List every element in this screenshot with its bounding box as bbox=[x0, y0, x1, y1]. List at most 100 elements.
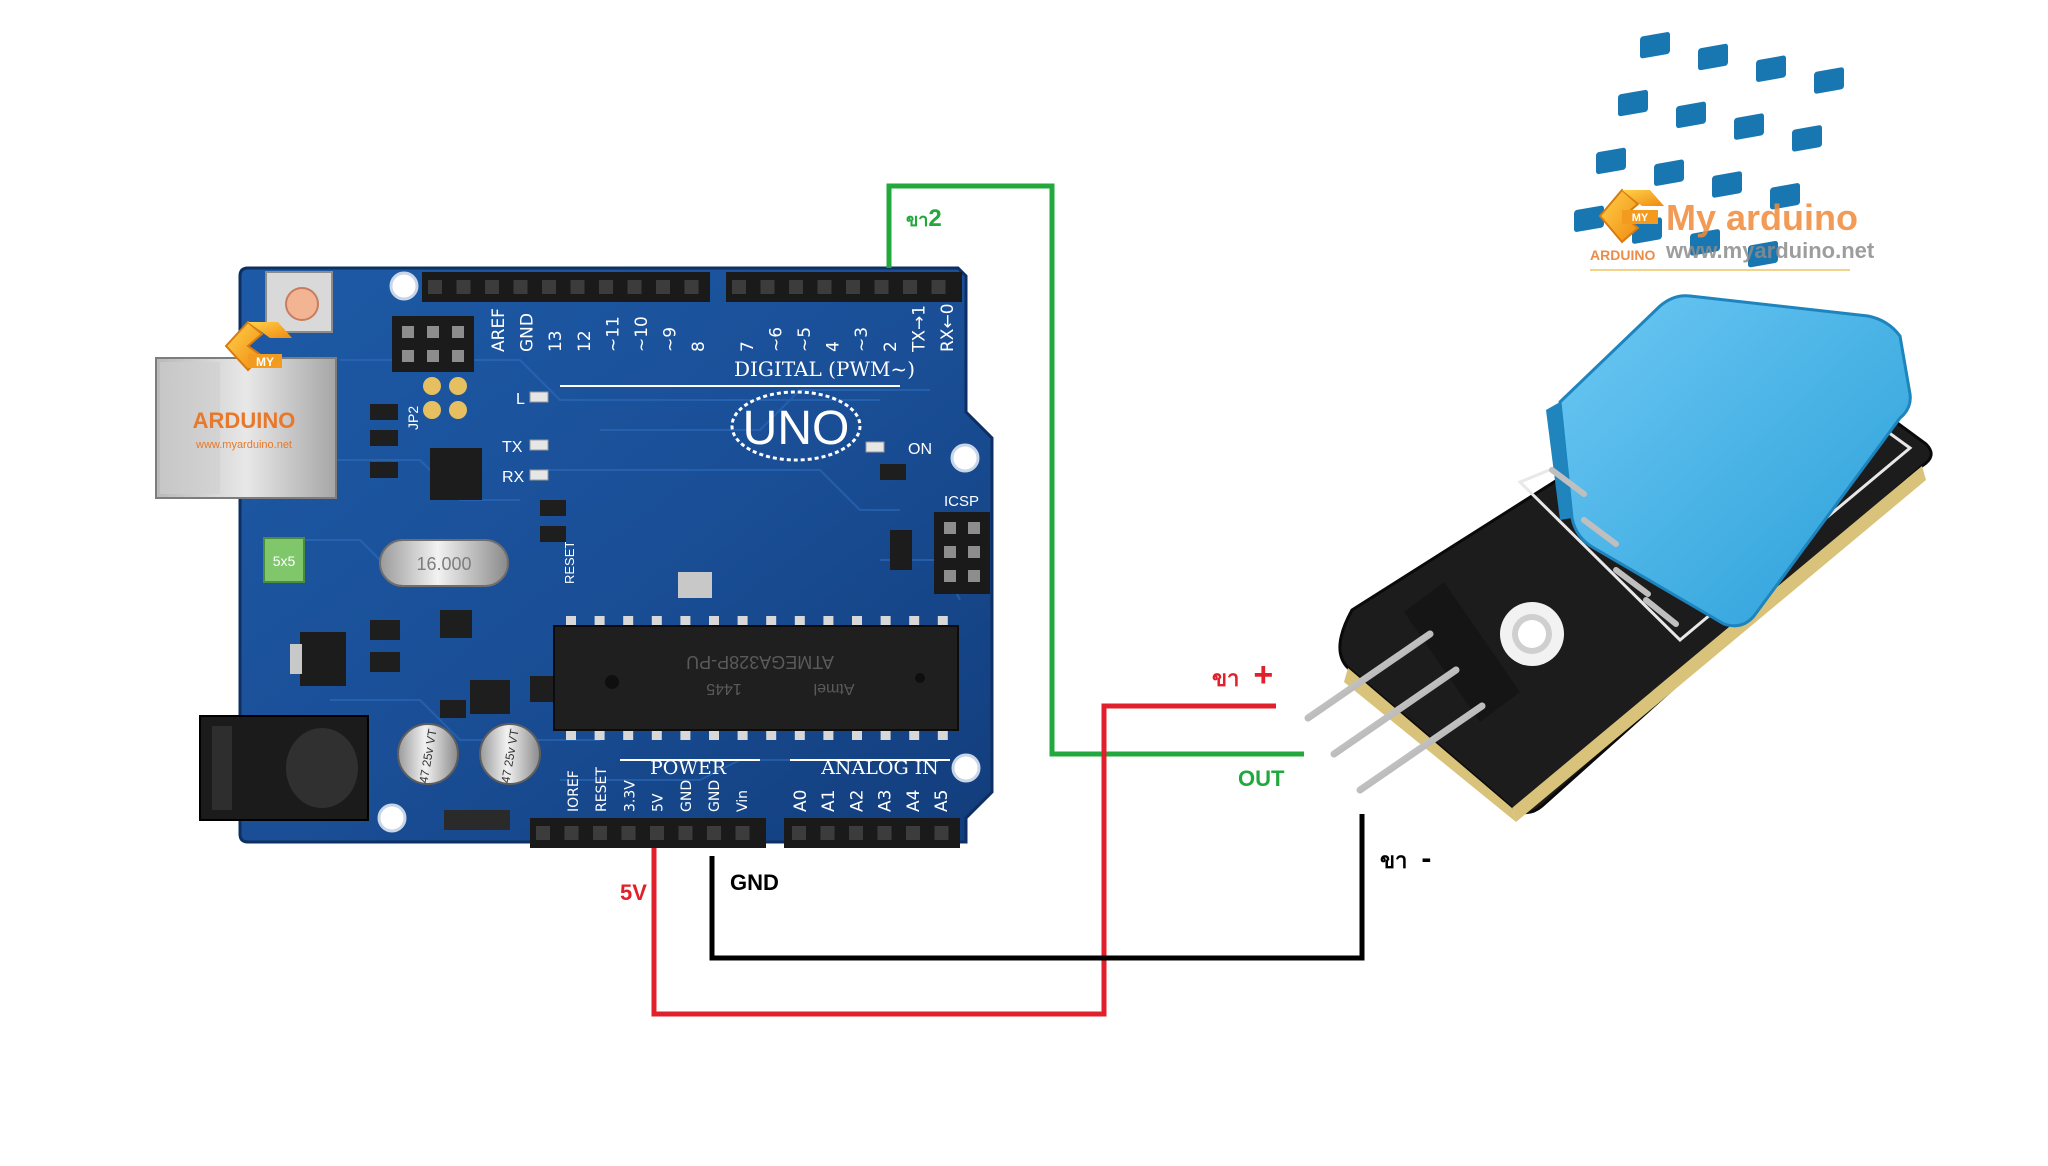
brand-watermark: MY My arduino ARDUINO www.myarduino.net bbox=[1590, 188, 1875, 271]
polyfuse: 5x5 bbox=[263, 537, 305, 583]
analog-pin-label: A5 bbox=[932, 790, 952, 812]
sensor-pin-out bbox=[1330, 666, 1460, 758]
status-leds bbox=[529, 391, 549, 481]
icsp-header-top bbox=[392, 316, 474, 372]
capacitor-left: 47 25v VT bbox=[397, 723, 459, 785]
sensor-pin-vcc bbox=[1304, 630, 1434, 722]
arduino-uno-board: JP2 AREF GND 13 12 ~11 ~10 ~9 8 7 ~6 ~5 4 ~3 2 TX→1 RX←… bbox=[155, 266, 994, 848]
digital-pin-label: 7 bbox=[738, 341, 758, 352]
mounting-hole bbox=[377, 803, 407, 833]
board-logo-text: ARDUINO bbox=[193, 408, 296, 433]
analog-pin-label: A0 bbox=[791, 790, 811, 812]
power-pin-label: 3.3V bbox=[622, 780, 638, 812]
label-minus: ขา- bbox=[1380, 842, 1431, 875]
icsp-header-right: ICSP bbox=[890, 493, 990, 594]
watermark-url: www.myarduino.net bbox=[1665, 238, 1875, 263]
digital-pin-label: GND bbox=[518, 313, 538, 352]
board-watermark-logo: MY ARDUINO www.myarduino.net bbox=[193, 320, 296, 451]
fuse-text: 5x5 bbox=[273, 553, 296, 569]
power-pin-label: IOREF bbox=[566, 770, 582, 812]
power-pin-label: RESET bbox=[594, 767, 610, 812]
power-header bbox=[530, 818, 766, 848]
chip-label-date: 1445 bbox=[706, 680, 742, 697]
wire-5v-vcc bbox=[651, 703, 1276, 1017]
chip-label-part: ATMEGA328P-PU bbox=[686, 652, 834, 672]
icsp-label: ICSP bbox=[944, 493, 979, 510]
digital-pin-label: 13 bbox=[546, 330, 566, 352]
power-pin-label: Vin bbox=[735, 790, 751, 812]
analog-pin-label: A3 bbox=[876, 790, 896, 812]
power-pin-label: GND bbox=[707, 780, 723, 812]
label-5v: 5V bbox=[620, 880, 647, 905]
digital-pin-label: 12 bbox=[575, 330, 595, 352]
wire-signal-d2-out bbox=[886, 183, 1304, 757]
digital-pin-label: ~5 bbox=[795, 327, 815, 352]
usb-b-connector bbox=[155, 357, 337, 499]
sensor-pin-gnd bbox=[1356, 702, 1486, 794]
diode bbox=[444, 810, 510, 830]
reset-pin-label: RESET bbox=[562, 541, 577, 584]
digital-pin-label: RX←0 bbox=[938, 303, 958, 352]
digital-pin-label: ~9 bbox=[661, 327, 681, 352]
digital-pin-label: TX→1 bbox=[909, 305, 929, 353]
mounting-hole bbox=[389, 271, 419, 301]
board-logo-my: MY bbox=[256, 355, 274, 369]
crystal-oscillator: 16.000 bbox=[379, 539, 509, 587]
digital-pin-label: 8 bbox=[689, 341, 709, 352]
watermark-badge-arduino: ARDUINO bbox=[1590, 247, 1655, 263]
mounting-hole bbox=[950, 443, 980, 473]
power-pin-labels: IOREF RESET 3.3V 5V GND GND Vin bbox=[566, 767, 751, 812]
wire-labels: ขา2 5V GND ขา+ OUT ขา- bbox=[620, 205, 1431, 905]
power-pin-label: GND bbox=[679, 780, 695, 812]
chip-label-brand: Atmel bbox=[814, 680, 855, 697]
analog-header bbox=[784, 818, 960, 848]
analog-pin-labels: A0 A1 A2 A3 A4 A5 bbox=[791, 790, 952, 812]
wires bbox=[651, 183, 1365, 1017]
sensor-header bbox=[1404, 582, 1520, 722]
label-out: OUT bbox=[1238, 766, 1285, 791]
tx-label: TX bbox=[502, 439, 523, 456]
digital-pin-label: ~3 bbox=[852, 327, 872, 352]
wire-gnd bbox=[709, 814, 1365, 961]
analog-pin-label: A2 bbox=[847, 790, 867, 812]
digital-pin-label: ~6 bbox=[766, 327, 786, 352]
digital-pin-label: ~10 bbox=[632, 316, 652, 352]
jp2-label: JP2 bbox=[405, 406, 421, 430]
sensor-pins bbox=[1304, 630, 1486, 794]
digital-label: DIGITAL (PWM~) bbox=[734, 357, 915, 381]
watermark-brand: My arduino bbox=[1666, 197, 1858, 238]
mounting-holes bbox=[377, 271, 981, 833]
digital-pin-label: 4 bbox=[824, 341, 844, 352]
dht11-housing bbox=[1546, 32, 1912, 628]
dc-barrel-jack bbox=[199, 715, 369, 821]
board-logo-url: www.myarduino.net bbox=[195, 439, 292, 451]
rx-label: RX bbox=[502, 469, 525, 486]
analog-pin-label: A1 bbox=[819, 790, 839, 812]
digital-pin-label: AREF bbox=[489, 308, 509, 352]
sensor-legs bbox=[1549, 467, 1679, 627]
digital-header bbox=[422, 272, 962, 302]
on-led-label: ON bbox=[908, 441, 932, 458]
power-pin-label: 5V bbox=[651, 793, 667, 812]
jp2-pads bbox=[423, 377, 467, 419]
smd-components bbox=[370, 404, 906, 718]
usb-controller-chip bbox=[430, 448, 482, 500]
uno-logo: UNO bbox=[730, 390, 862, 462]
power-label: POWER bbox=[650, 757, 727, 779]
label-pin2: ขา2 bbox=[906, 205, 942, 232]
digital-pin-labels: AREF GND 13 12 ~11 ~10 ~9 8 7 ~6 ~5 4 ~3 2 TX→1 RX←0 bbox=[489, 303, 958, 353]
label-plus: ขา+ bbox=[1212, 656, 1273, 694]
digital-pin-label: 2 bbox=[881, 341, 901, 352]
watermark-badge-my: MY bbox=[1632, 212, 1649, 224]
atmega328p-chip: ATMEGA328P-PU 1445 Atmel bbox=[553, 616, 959, 740]
label-gnd: GND bbox=[730, 870, 779, 895]
l-led-label: L bbox=[516, 391, 525, 408]
digital-pin-label: ~11 bbox=[603, 316, 623, 352]
uno-model-text: UNO bbox=[743, 402, 850, 455]
dht11-sensor-module: + out - bbox=[1304, 32, 1933, 822]
analog-pin-label: A4 bbox=[904, 790, 924, 812]
sensor-mounting-hole bbox=[1500, 602, 1564, 666]
mounting-hole bbox=[951, 753, 981, 783]
capacitor-right: 47 25v VT bbox=[479, 723, 541, 785]
